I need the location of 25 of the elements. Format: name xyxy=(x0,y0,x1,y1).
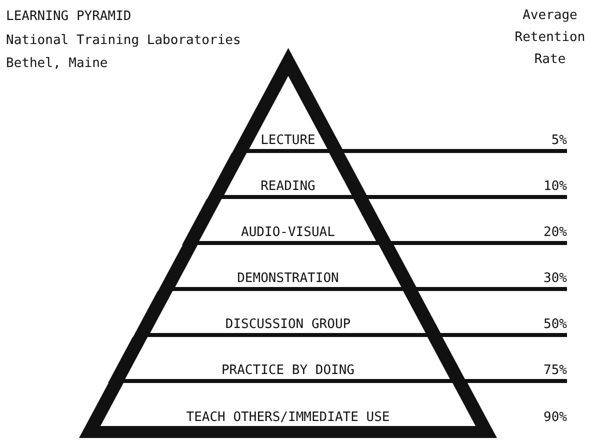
retention-rate: 30% xyxy=(544,271,567,286)
tier-label: READING xyxy=(260,179,316,194)
pyramid-tier xyxy=(108,337,468,383)
retention-rate: 10% xyxy=(544,179,567,194)
pyramid-tier xyxy=(232,48,344,153)
pyramid-tier xyxy=(133,291,443,337)
tier-label: DEMONSTRATION xyxy=(237,271,339,286)
retention-rate: 75% xyxy=(544,363,567,378)
subtitle: National Training Laboratories xyxy=(6,33,241,48)
retention-rate: 20% xyxy=(544,225,567,240)
column-header: Average Retention Rate xyxy=(514,7,586,69)
retention-rate: 90% xyxy=(544,410,567,425)
retention-rate: 50% xyxy=(544,317,567,332)
pyramid-tier xyxy=(182,199,394,245)
tier-label: DISCUSSION GROUP xyxy=(225,317,351,332)
pyramid-tier xyxy=(207,153,369,199)
tier-label: TEACH OTHERS/IMMEDIATE USE xyxy=(186,410,390,425)
title: LEARNING PYRAMID xyxy=(6,9,132,24)
location-text: Bethel, Maine xyxy=(6,56,108,71)
retention-rate: 5% xyxy=(551,133,567,148)
tier-label: LECTURE xyxy=(260,133,316,148)
tier-label: PRACTICE BY DOING xyxy=(221,363,355,378)
pyramid-tier xyxy=(158,245,418,291)
pyramid-tier xyxy=(79,383,497,438)
tier-label: AUDIO-VISUAL xyxy=(241,225,335,240)
